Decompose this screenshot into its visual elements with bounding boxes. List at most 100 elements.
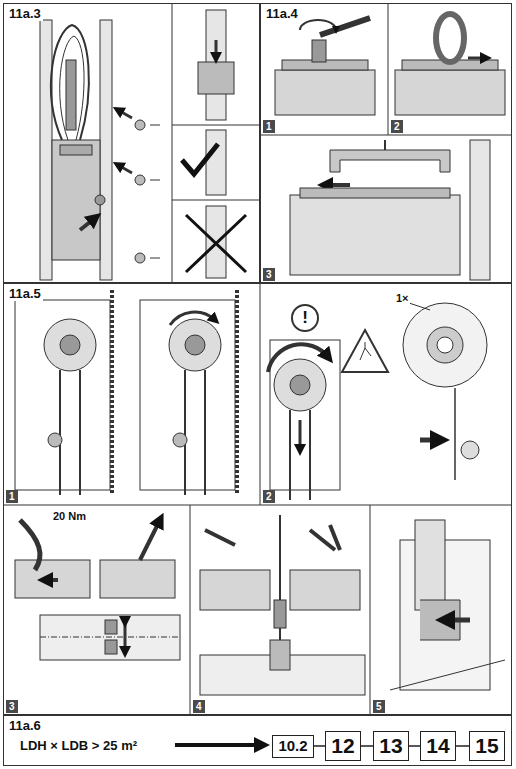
figure-panel: 11a.6LDH × LDB > 25 m²10.212131415 xyxy=(3,715,512,766)
panel-dividers-part xyxy=(190,505,191,715)
screws-part xyxy=(135,253,145,263)
drum-belt-step xyxy=(15,290,237,495)
cover-step-part xyxy=(445,618,470,623)
figure-number: 11a.6 xyxy=(7,718,43,733)
battery-screw-step-part xyxy=(300,20,336,30)
rail-assembly-part xyxy=(60,36,84,140)
step-box: 10.2 xyxy=(272,735,314,758)
cover-step-part xyxy=(390,660,505,690)
screws-part xyxy=(150,258,160,259)
bracket-inset-part xyxy=(182,144,218,174)
sub-step-number: 3 xyxy=(6,700,18,713)
size-arrow xyxy=(175,745,262,746)
drum-belt-step-part xyxy=(173,433,187,447)
tension-step xyxy=(268,300,487,500)
screws-part xyxy=(135,175,145,185)
screws-part xyxy=(150,125,160,126)
cable-step-part xyxy=(200,570,270,610)
size-arrow-part xyxy=(175,743,262,747)
rail-assembly-part xyxy=(52,140,100,260)
clamp-step-part xyxy=(45,578,58,582)
panel-dividers-part xyxy=(370,505,371,715)
screws-part xyxy=(150,180,160,181)
sub-step-number: 4 xyxy=(193,700,205,713)
tension-step-part xyxy=(360,342,371,360)
step-box: 14 xyxy=(420,731,456,761)
sub-step-number: 3 xyxy=(263,268,275,281)
panel-dividers-part xyxy=(172,200,260,201)
chain-link xyxy=(456,745,469,747)
clamp-step-part xyxy=(40,615,180,660)
step-number: 12 xyxy=(331,734,354,757)
warning-mark: ! xyxy=(302,309,308,327)
battery-screw-step-part xyxy=(436,14,464,62)
drum-belt-step-part xyxy=(60,370,80,495)
clamp-step-part xyxy=(15,560,90,598)
clamp-step-part xyxy=(124,622,127,652)
bracket-inset-part xyxy=(206,130,226,195)
cable-step-part xyxy=(279,515,281,650)
rail-assembly-part xyxy=(66,60,76,130)
tension-step-part xyxy=(270,340,340,490)
cable-step-part xyxy=(310,525,340,550)
clamp-step-part xyxy=(105,620,117,634)
figure-panel: 11a.4 xyxy=(260,3,512,283)
screws-part xyxy=(135,120,145,130)
cable-step-part xyxy=(274,600,286,628)
cover-plate-step xyxy=(290,140,490,280)
panel-dividers xyxy=(3,3,512,715)
rail-assembly xyxy=(40,20,112,280)
drum-belt-step-part xyxy=(15,300,110,490)
figure-number: 11a.5 xyxy=(7,286,43,301)
tension-step-part xyxy=(437,337,453,353)
clamp-step-part xyxy=(100,560,175,598)
rail-assembly-part xyxy=(100,20,112,280)
rail-assembly-part xyxy=(60,145,92,155)
step-number: 15 xyxy=(475,734,498,757)
tension-step-part xyxy=(290,375,310,395)
figure-panel: 11a.3 xyxy=(3,3,260,283)
drum-belt-step-part xyxy=(235,290,239,495)
battery-screw-step-part xyxy=(312,40,326,62)
clamp-step-part xyxy=(20,520,40,570)
sub-step-number: 2 xyxy=(391,120,403,133)
step-number: 13 xyxy=(379,734,402,757)
tension-step-part xyxy=(292,305,318,331)
battery-screw-step-part xyxy=(275,70,375,115)
cover-step xyxy=(390,520,505,690)
rail-assembly-part xyxy=(95,195,105,205)
tension-step-part xyxy=(420,438,440,443)
sub-step-number: 1 xyxy=(263,120,275,133)
battery-screw-step-part xyxy=(395,70,505,115)
clamp-step-part xyxy=(140,520,160,560)
cover-plate-step-part xyxy=(300,188,450,198)
step-number: 14 xyxy=(426,734,449,757)
bracket-inset-part xyxy=(186,215,246,272)
cable-step-part xyxy=(270,640,290,670)
screws-part xyxy=(118,165,132,173)
tension-step-part xyxy=(268,344,328,372)
callout-text: 20 Nm xyxy=(52,510,87,523)
figure-number: 11a.3 xyxy=(7,6,43,21)
panel-dividers-part xyxy=(260,135,512,136)
tension-step-part xyxy=(299,420,302,450)
clamp-step-part xyxy=(40,637,180,638)
bracket-inset-part xyxy=(186,215,246,272)
drum-belt-step-part xyxy=(48,433,62,447)
step-box: 13 xyxy=(373,731,409,761)
tension-step-part xyxy=(290,410,310,500)
drum-belt-step-part xyxy=(185,335,205,355)
bracket-inset-part xyxy=(198,62,234,94)
cover-plate-step-part xyxy=(470,140,490,280)
rail-assembly-part xyxy=(51,25,89,140)
panel-dividers-part xyxy=(3,505,512,506)
panel-dividers-part xyxy=(172,125,260,126)
cable-step xyxy=(200,515,365,695)
drum-belt-step-part xyxy=(185,370,205,495)
chain-link xyxy=(314,745,325,747)
bracket-inset xyxy=(182,10,246,278)
cover-plate-step-part xyxy=(290,195,460,275)
bracket-inset-part xyxy=(215,40,218,58)
